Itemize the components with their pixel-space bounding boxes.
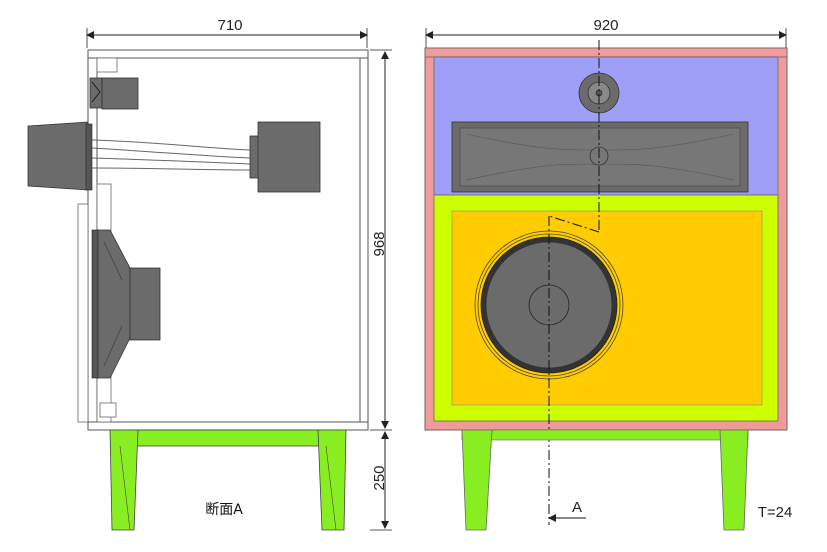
front-stand — [461, 429, 749, 531]
side-width-label: 710 — [217, 17, 242, 34]
front-width-dimension: 920 — [425, 17, 787, 48]
stand-height-label: 250 — [371, 465, 388, 490]
section-a-label: 断面A — [205, 502, 243, 518]
stand-height-dimension: 250 — [370, 431, 392, 531]
side-cabinet — [87, 49, 369, 431]
section-line-icon — [548, 40, 600, 525]
thickness-note: T=24 — [758, 504, 793, 521]
side-height-label: 968 — [371, 231, 388, 256]
front-tweeter — [578, 72, 620, 114]
front-woofer — [474, 230, 624, 380]
side-back-board — [359, 57, 369, 423]
section-marker-label: A — [572, 499, 582, 516]
front-view: 920 — [424, 17, 793, 531]
side-grille-frame — [77, 203, 89, 423]
front-horn — [451, 121, 749, 193]
side-top-board — [87, 49, 369, 59]
side-width-dimension: 710 — [86, 17, 368, 48]
side-tweeter — [89, 77, 139, 110]
side-view: 710 — [27, 17, 392, 531]
side-horn-assembly — [27, 121, 321, 193]
side-height-dimension: 968 — [370, 49, 392, 431]
side-bottom-board — [87, 421, 369, 431]
side-stand — [109, 429, 347, 531]
side-woofer — [91, 229, 161, 379]
horn-driver-icon — [27, 121, 89, 191]
front-width-label: 920 — [593, 17, 618, 34]
